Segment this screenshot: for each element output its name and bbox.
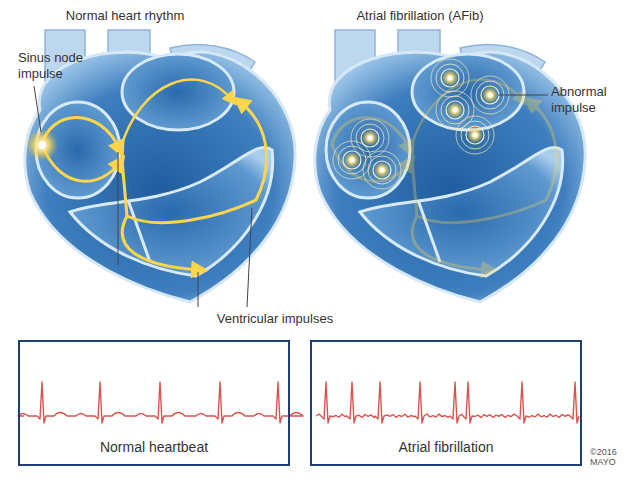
afib-heart (315, 30, 585, 302)
copyright-note: ©2016 MAYO (590, 447, 624, 468)
part-label: Abnormal impulse (551, 84, 621, 115)
leader-lines (34, 86, 548, 307)
afib-ecg-trace (316, 382, 579, 423)
normal-ecg-trace (18, 382, 303, 423)
box-label: Atrial fibrillation (399, 439, 494, 455)
box-label: Normal heartbeat (100, 439, 208, 455)
part-label: Normal heart rhythm (20, 8, 230, 24)
part-label: Ventricular impulses (200, 311, 350, 327)
ecg-traces (18, 382, 579, 423)
ecg-box: Normal heartbeat (18, 340, 290, 466)
part-label: Sinus node impulse (18, 50, 98, 81)
ecg-box: Atrial fibrillation (310, 340, 582, 466)
part-label: Atrial fibrillation (AFib) (300, 8, 540, 24)
normal-heart (25, 30, 295, 302)
